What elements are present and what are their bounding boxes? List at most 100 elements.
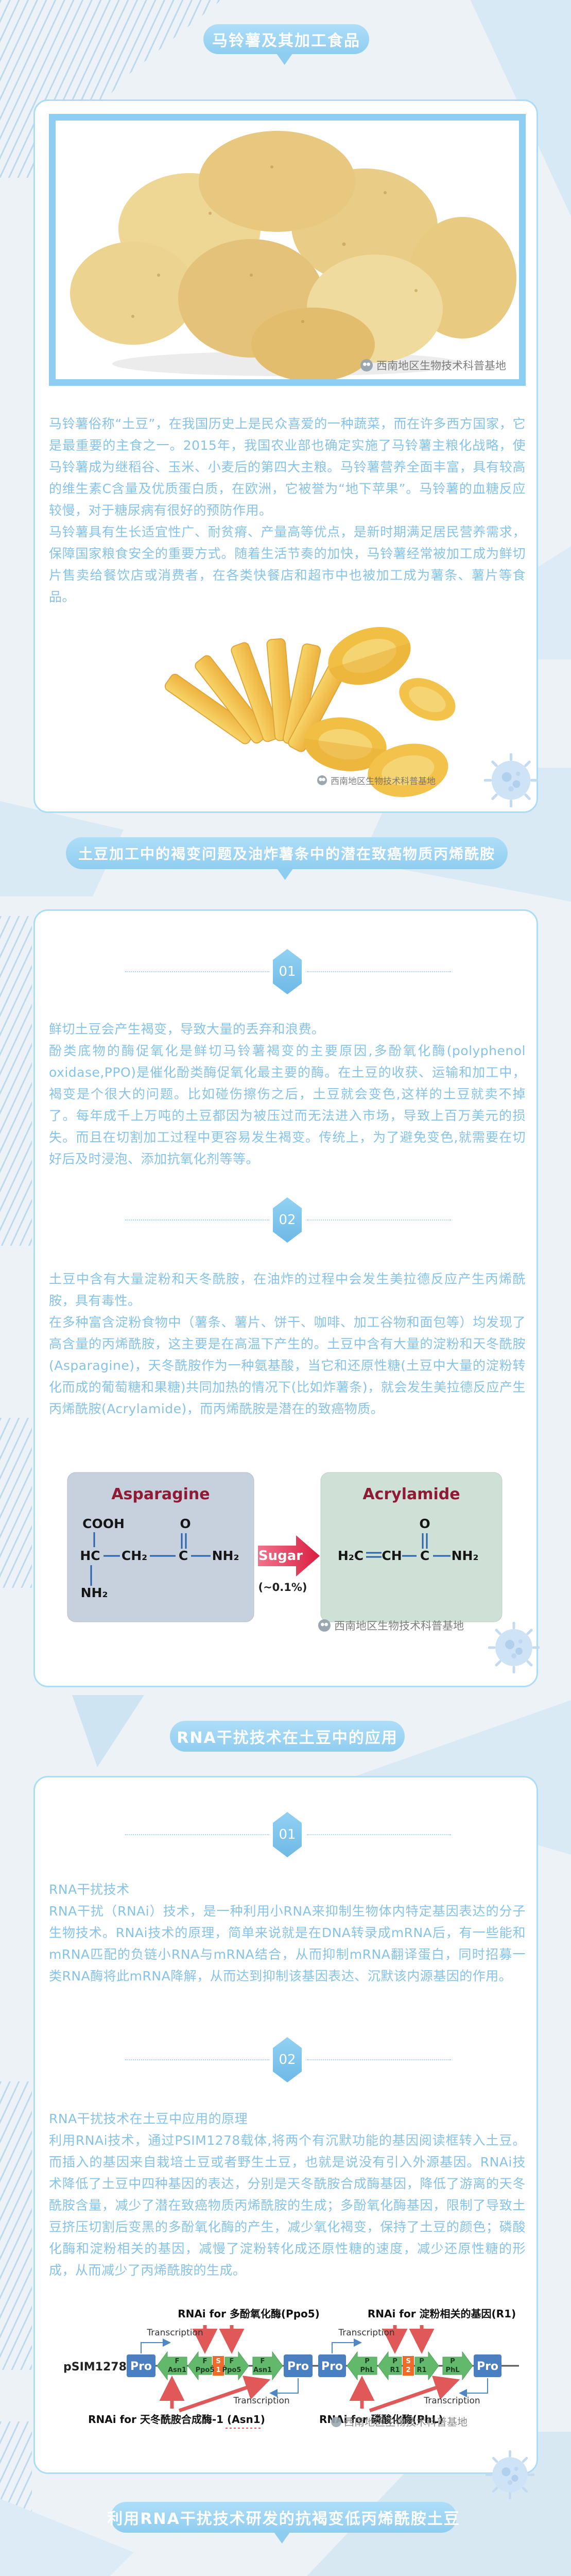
svg-text:COOH: COOH bbox=[82, 1516, 125, 1531]
svg-text:Pro: Pro bbox=[321, 2360, 343, 2373]
virus-icon bbox=[484, 753, 538, 807]
banner-label: 利用RNA干扰技术研发的抗褐变低丙烯酰胺土豆 bbox=[107, 2510, 460, 2528]
svg-text:H₂C: H₂C bbox=[338, 1548, 364, 1563]
svg-text:Transcription: Transcription bbox=[423, 2396, 480, 2406]
dotted-divider bbox=[307, 1834, 451, 1835]
potato-photo-frame: 西南地区生物技术科普基地 bbox=[49, 114, 526, 386]
dotted-divider bbox=[307, 971, 451, 972]
fries-chips-illustration: 西南地区生物技术科普基地 bbox=[107, 610, 468, 803]
fries-chips-drawing bbox=[164, 627, 456, 797]
svg-text:F: F bbox=[230, 2358, 234, 2365]
svg-text:CH: CH bbox=[382, 1548, 402, 1563]
paragraph: 鲜切土豆会产生褐变，导致大量的丢弃和浪费。 bbox=[49, 1022, 325, 1037]
svg-text:S: S bbox=[216, 2358, 220, 2365]
psim1278-vector-diagram: pSIM1278 RNAi for 多酚氧化酶(Ppo5) RNAi for 淀… bbox=[63, 2308, 519, 2429]
svg-text:Asn1: Asn1 bbox=[168, 2366, 186, 2374]
watermark-logo-icon bbox=[360, 359, 373, 371]
svg-text:pSIM1278: pSIM1278 bbox=[63, 2361, 127, 2374]
virus-icon bbox=[486, 2450, 534, 2499]
virus-icon bbox=[488, 1622, 540, 1673]
step-badge-01: 01 bbox=[273, 1812, 302, 1857]
svg-text:C: C bbox=[179, 1548, 188, 1563]
stripe-decoration bbox=[0, 2081, 32, 2370]
step-badge-02: 02 bbox=[273, 2037, 302, 2082]
svg-text:P: P bbox=[450, 2358, 455, 2365]
section-banner-browning-acrylamide: 土豆加工中的褐变问题及油炸薯条中的潜在致癌物质丙烯酰胺 bbox=[66, 837, 508, 869]
svg-text:Acrylamide: Acrylamide bbox=[362, 1485, 460, 1503]
svg-text:HC: HC bbox=[80, 1548, 100, 1563]
svg-text:NH₂: NH₂ bbox=[81, 1585, 108, 1600]
svg-text:R1: R1 bbox=[417, 2366, 426, 2374]
dotted-divider bbox=[307, 2059, 451, 2060]
svg-text:RNAi for 淀粉相关的基因(R1): RNAi for 淀粉相关的基因(R1) bbox=[368, 2308, 516, 2320]
svg-text:RNAi for 天冬酰胺合成酶-1 (Asn1): RNAi for 天冬酰胺合成酶-1 (Asn1) bbox=[88, 2413, 265, 2426]
svg-text:F: F bbox=[261, 2358, 265, 2365]
dotted-divider bbox=[307, 1219, 451, 1221]
banner-label: 马铃薯及其加工食品 bbox=[212, 32, 360, 50]
bg-polygon bbox=[72, 1695, 144, 1767]
svg-text:Pro: Pro bbox=[477, 2360, 498, 2373]
section-banner-rnai-application: RNA干扰技术在土豆中的应用 bbox=[170, 1721, 405, 1752]
step-badge-02: 02 bbox=[273, 1197, 302, 1243]
paragraph: 在多种富含淀粉食物中（薯条、薯片、饼干、咖啡、加工谷物和面包等）均发现了高含量的… bbox=[49, 1315, 526, 1416]
potato-photo bbox=[70, 131, 516, 379]
rnai-intro: RNA干扰技术 RNA干扰（RNAi）技术，是一种利用小RNA来抑制生物体内特定… bbox=[49, 1879, 526, 1987]
paragraph: 土豆中含有大量淀粉和天冬酰胺，在油炸的过程中会发生美拉德反应产生丙烯酰胺，具有毒… bbox=[49, 1272, 526, 1308]
svg-text:Sugar: Sugar bbox=[258, 1548, 303, 1564]
svg-text:NH₂: NH₂ bbox=[212, 1548, 239, 1563]
svg-text:CH₂: CH₂ bbox=[122, 1548, 147, 1563]
svg-text:R1: R1 bbox=[390, 2366, 400, 2374]
svg-text:F: F bbox=[175, 2358, 180, 2365]
dotted-divider bbox=[125, 971, 269, 972]
step-badge-01: 01 bbox=[273, 949, 302, 994]
stripe-decoration bbox=[0, 1418, 32, 1588]
intro-paragraphs: 马铃薯俗称“土豆”，在我国历史上是民众喜爱的一种蔬菜，而在许多西方国家，它是最重… bbox=[49, 413, 526, 608]
svg-text:Transcription: Transcription bbox=[146, 2328, 203, 2338]
svg-text:O: O bbox=[180, 1516, 191, 1531]
paragraph: RNA干扰（RNAi）技术，是一种利用小RNA来抑制生物体内特定基因表达的分子生… bbox=[49, 1904, 526, 1984]
acrylamide-paragraphs: 土豆中含有大量淀粉和天冬酰胺，在油炸的过程中会发生美拉德反应产生丙烯酰胺，具有毒… bbox=[49, 1268, 526, 1420]
stripe-decoration bbox=[0, 916, 32, 1246]
section-banner-potato-foods: 马铃薯及其加工食品 bbox=[203, 24, 369, 54]
svg-text:Asparagine: Asparagine bbox=[111, 1485, 210, 1503]
svg-text:(~0.1%): (~0.1%) bbox=[258, 1581, 307, 1594]
card-browning-acrylamide: 01 鲜切土豆会产生褐变，导致大量的丢弃和浪费。 酚类底物的酶促氧化是鲜切马铃薯… bbox=[33, 909, 538, 1687]
photo-watermark: 西南地区生物技术科普基地 bbox=[360, 358, 506, 373]
watermark-text: 西南地区生物技术科普基地 bbox=[376, 360, 506, 372]
svg-text:西南地区生物技术科普基地: 西南地区生物技术科普基地 bbox=[344, 2416, 468, 2428]
svg-text:Ppo5: Ppo5 bbox=[196, 2366, 215, 2374]
card-potato-intro: 西南地区生物技术科普基地 马铃薯俗称“土豆”，在我国历史上是民众喜爱的一种蔬菜，… bbox=[33, 99, 538, 813]
dotted-divider bbox=[125, 1219, 269, 1221]
svg-text:F: F bbox=[203, 2358, 207, 2365]
asparagine-acrylamide-diagram: Asparagine Acrylamide COOH O HC CH₂ C NH… bbox=[67, 1472, 503, 1622]
svg-text:P: P bbox=[365, 2358, 370, 2365]
card-rnai-technology: 01 RNA干扰技术 RNA干扰（RNAi）技术，是一种利用小RNA来抑制生物体… bbox=[33, 1776, 538, 2474]
paragraph: 马铃薯具有生长适宜性广、耐贫瘠、产量高等优点，是新时期满足居民营养需求，保障国家… bbox=[49, 524, 526, 604]
banner-label: RNA干扰技术在土豆中的应用 bbox=[177, 1729, 398, 1747]
svg-text:P: P bbox=[392, 2358, 397, 2365]
photo-watermark: 西南地区生物技术科普基地 bbox=[317, 774, 436, 787]
svg-text:RNAi for 多酚氧化酶(Ppo5): RNAi for 多酚氧化酶(Ppo5) bbox=[178, 2308, 320, 2320]
browning-paragraphs: 鲜切土豆会产生褐变，导致大量的丢弃和浪费。 酚类底物的酶促氧化是鲜切马铃薯褐变的… bbox=[49, 1019, 526, 1170]
dotted-divider bbox=[125, 2059, 269, 2060]
watermark-text: 西南地区生物技术科普基地 bbox=[334, 1620, 464, 1632]
svg-text:P: P bbox=[419, 2358, 424, 2365]
sub-heading: RNA干扰技术 bbox=[49, 1882, 130, 1897]
banner-label: 土豆加工中的褐变问题及油炸薯条中的潜在致癌物质丙烯酰胺 bbox=[78, 845, 495, 862]
diagram-watermark: 西南地区生物技术科普基地 bbox=[318, 1618, 464, 1633]
rnai-principle: RNA干扰技术在土豆中应用的原理 利用RNAi技术，通过PSIM1278载体,将… bbox=[49, 2108, 526, 2281]
svg-text:2: 2 bbox=[406, 2366, 410, 2374]
section-banner-innate-potato: 利用RNA干扰技术研发的抗褐变低丙烯酰胺土豆 bbox=[107, 2502, 459, 2533]
svg-text:Transcription: Transcription bbox=[233, 2396, 289, 2406]
svg-text:NH₂: NH₂ bbox=[452, 1548, 479, 1563]
dotted-divider bbox=[125, 1834, 269, 1835]
svg-text:Asn1: Asn1 bbox=[253, 2366, 272, 2374]
svg-text:O: O bbox=[419, 1516, 430, 1531]
svg-text:PhL: PhL bbox=[360, 2366, 374, 2374]
sub-heading: RNA干扰技术在土豆中应用的原理 bbox=[49, 2111, 248, 2126]
paragraph: 酚类底物的酶促氧化是鲜切马铃薯褐变的主要原因,多酚氧化酶(polyphenol … bbox=[49, 1043, 526, 1166]
watermark-logo-icon bbox=[318, 1619, 331, 1632]
svg-text:Ppo5: Ppo5 bbox=[222, 2366, 241, 2374]
paragraph: 利用RNAi技术，通过PSIM1278载体,将两个有沉默功能的基因阅读框转入土豆… bbox=[49, 2133, 526, 2278]
